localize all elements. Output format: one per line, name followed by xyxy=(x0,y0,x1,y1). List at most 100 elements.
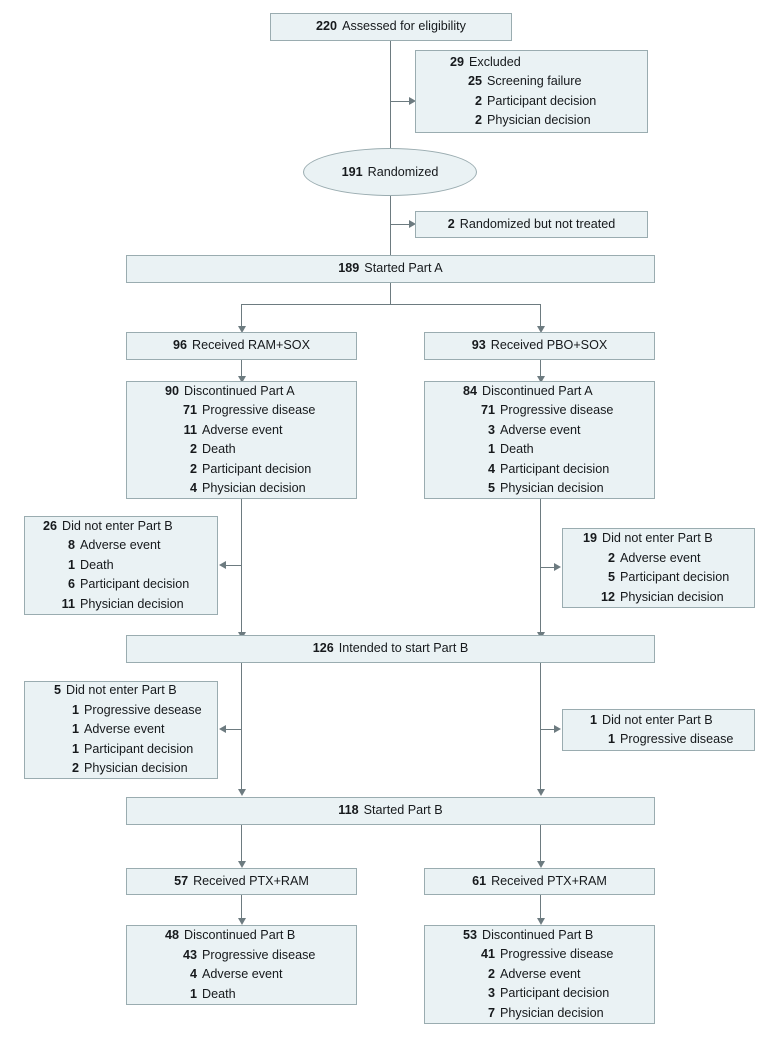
noenter-left-1-item-2-count: 6 xyxy=(67,577,75,592)
disc-a-left-item-0-count: 71 xyxy=(182,403,197,417)
node-received-pbo-sox: 93 Received PBO+SOX xyxy=(424,332,655,360)
noenter-right-1-header: 19 Did not enter Part B xyxy=(575,529,754,549)
ptx-ram-left-label: Received PTX+RAM xyxy=(193,873,309,888)
arrow-to-started-b-right-icon xyxy=(537,789,545,796)
connector-to-noenter-left-2 xyxy=(226,729,241,730)
pbo-sox-count: 93 xyxy=(471,338,486,353)
arrow-to-ram-sox-icon xyxy=(238,326,246,333)
disc-b-right-item-2-count: 3 xyxy=(487,986,495,1001)
started-b-count: 118 xyxy=(338,803,359,818)
disc-b-right-item-1-count: 2 xyxy=(487,966,495,981)
noenter-right-1-count: 19 xyxy=(582,531,597,545)
noenter-left-2-item-0-count: 1 xyxy=(71,702,79,717)
connector-startedA-down xyxy=(390,282,391,304)
disc-a-right-item-3-count: 4 xyxy=(487,461,495,476)
connector-intendedB-left-down xyxy=(241,663,242,791)
noenter-left-1-count: 26 xyxy=(42,518,57,533)
disc-a-left-item-3-label: Participant decision xyxy=(202,461,312,476)
arrow-to-disc-a-left-icon xyxy=(238,376,246,383)
disc-a-right-item-0-count: 71 xyxy=(480,403,495,417)
disc-b-left-item-2-count: 1 xyxy=(189,986,197,1001)
not-treated-label: Randomized but not treated xyxy=(459,216,616,231)
noenter-right-2-item-0-label: Progressive disease xyxy=(620,732,734,746)
connector-randomized-to-startedA xyxy=(390,195,391,255)
disc-b-left-item-1-count: 4 xyxy=(189,967,197,981)
disc-a-right-item-3-label: Participant decision xyxy=(500,461,610,476)
disc-b-left-item-0-count: 43 xyxy=(182,947,197,962)
noenter-left-2-item-1-count: 1 xyxy=(71,722,79,737)
excluded-label: Excluded xyxy=(469,54,521,69)
connector-assessed-to-excluded xyxy=(390,101,411,102)
excluded-item-2-label: Physician decision xyxy=(487,113,591,127)
disc-a-left-label: Discontinued Part A xyxy=(184,383,295,398)
disc-a-right-item-0: 71 Progressive disease xyxy=(455,401,654,421)
excluded-item-1-label: Participant decision xyxy=(487,93,597,108)
connector-startedA-split xyxy=(241,304,540,305)
disc-a-left-item-0-label: Progressive disease xyxy=(202,403,316,417)
disc-a-right-item-2-count: 1 xyxy=(487,442,495,456)
disc-a-right-item-1-count: 3 xyxy=(487,422,495,437)
noenter-right-1-item-0-count: 2 xyxy=(607,550,615,565)
noenter-left-1-item-0-count: 8 xyxy=(67,538,75,553)
disc-b-left-count: 48 xyxy=(164,928,179,942)
noenter-left-2-item-3-count: 2 xyxy=(71,761,79,776)
pbo-sox-label: Received PBO+SOX xyxy=(490,338,608,353)
connector-to-noenter-right-2 xyxy=(540,729,555,730)
disc-a-right-count: 84 xyxy=(462,383,477,398)
noenter-right-1-label: Did not enter Part B xyxy=(602,531,713,545)
disc-a-right-item-2-label: Death xyxy=(500,442,534,456)
excluded-item-0-count: 25 xyxy=(467,74,482,88)
noenter-left-2-item-2-count: 1 xyxy=(71,741,79,756)
disc-a-right-item-0-label: Progressive disease xyxy=(500,403,614,417)
noenter-right-2-item-0-count: 1 xyxy=(607,732,615,746)
disc-b-left-item-2: 1 Death xyxy=(157,985,356,1005)
intended-b-label: Intended to start Part B xyxy=(338,641,469,656)
disc-a-left-item-4-count: 4 xyxy=(189,481,197,495)
arrow-to-noenter-left-2-icon xyxy=(219,725,226,733)
arrow-to-disc-b-right-icon xyxy=(537,918,545,925)
disc-a-right-item-4-count: 5 xyxy=(487,481,495,495)
excluded-item-1: 2 Participant decision xyxy=(442,92,647,112)
noenter-right-1-item-0-label: Adverse event xyxy=(620,550,701,565)
disc-a-right-item-1-label: Adverse event xyxy=(500,422,581,437)
disc-a-left-item-3-count: 2 xyxy=(189,461,197,476)
disc-b-left-item-2-label: Death xyxy=(202,986,236,1001)
ptx-ram-right-count: 61 xyxy=(472,873,487,888)
excluded-item-0-label: Screening failure xyxy=(487,74,582,88)
disc-b-right-item-3-count: 7 xyxy=(487,1005,495,1020)
disc-b-left-item-1: 4 Adverse event xyxy=(157,965,356,985)
connector-ramsox-to-discA xyxy=(241,359,242,379)
randomized-count: 191 xyxy=(341,165,363,179)
excluded-item-1-count: 2 xyxy=(474,93,482,108)
disc-a-left-item-3: 2 Participant decision xyxy=(157,460,356,480)
noenter-right-1-item-2-count: 12 xyxy=(600,589,615,604)
arrow-to-started-b-left-icon xyxy=(238,789,246,796)
disc-b-left-item-1-label: Adverse event xyxy=(202,967,283,981)
noenter-right-2-label: Did not enter Part B xyxy=(602,712,713,727)
